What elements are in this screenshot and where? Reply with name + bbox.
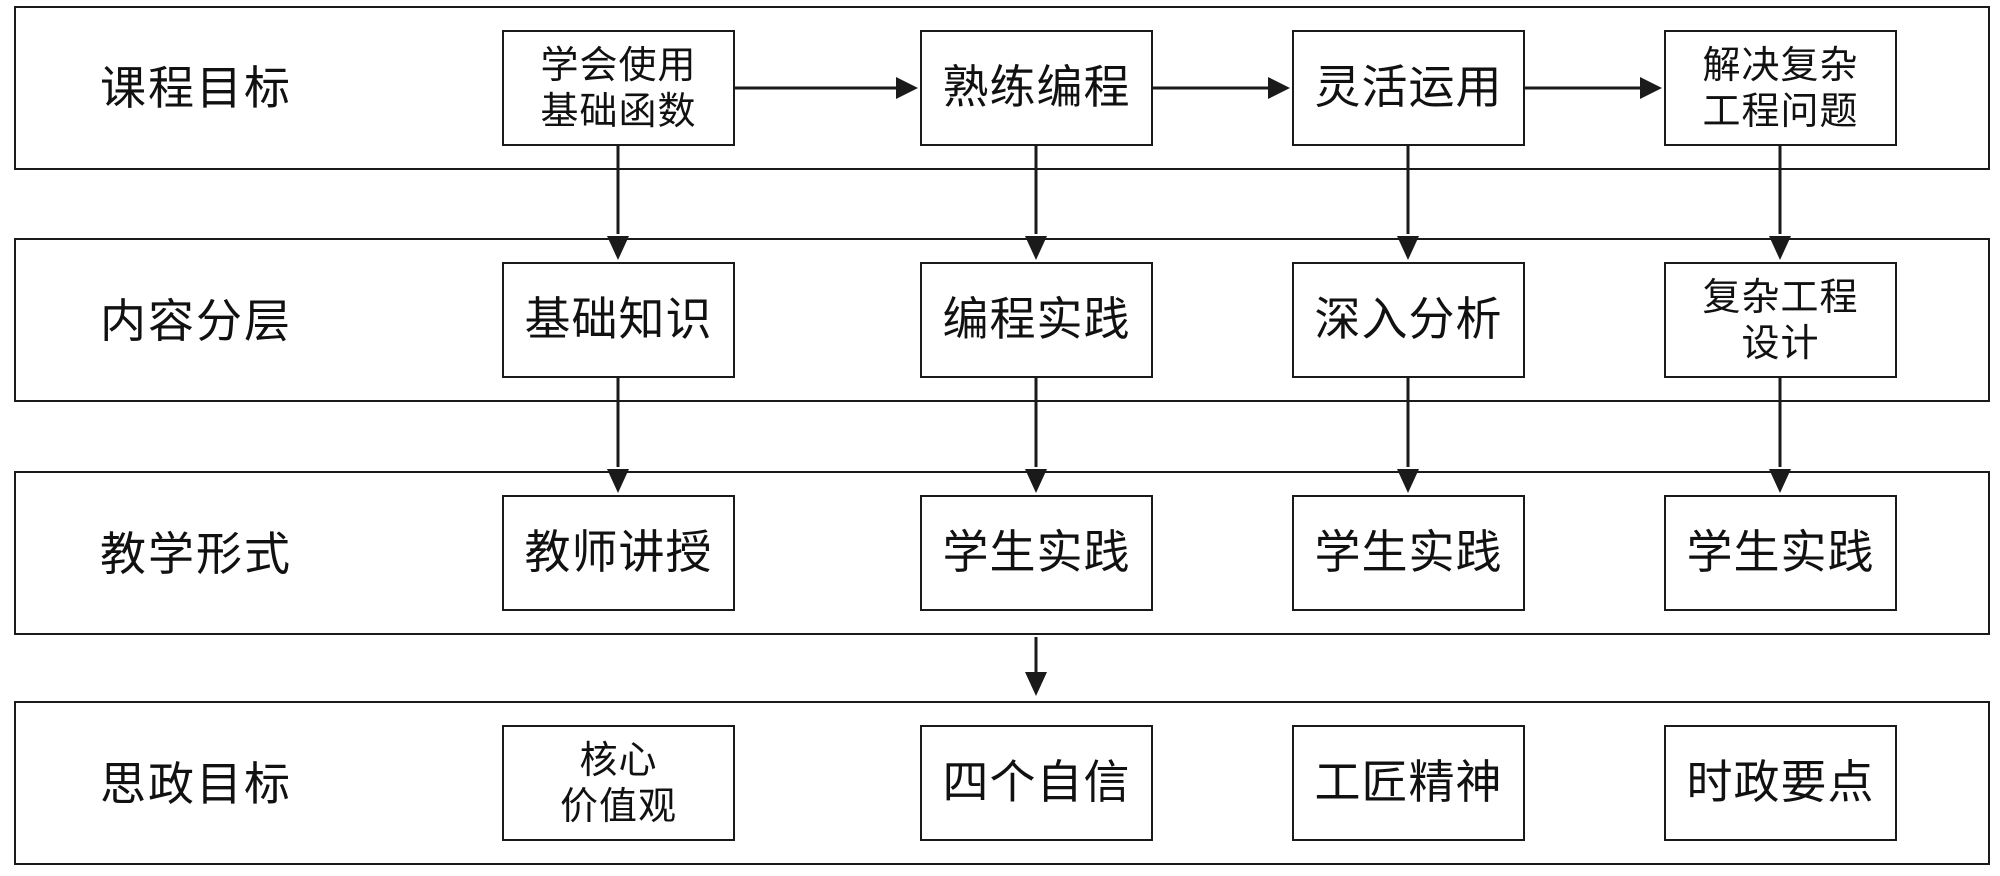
band-label-ideology-goals: 思政目标 xyxy=(100,757,292,811)
node-ideo-core-values: 核心 价值观 xyxy=(502,725,735,841)
band-label-content-layers: 内容分层 xyxy=(100,294,292,348)
arrowhead-teach4 xyxy=(1769,469,1791,493)
arrowhead-goal2 xyxy=(896,77,918,99)
arrowhead-teach2 xyxy=(1025,469,1047,493)
node-teach-student-practice-1: 学生实践 xyxy=(920,495,1153,611)
node-goal-complex-engineering: 解决复杂 工程问题 xyxy=(1664,30,1897,146)
node-teach-student-practice-2: 学生实践 xyxy=(1292,495,1525,611)
arrowhead-content4 xyxy=(1769,236,1791,260)
node-teach-student-practice-3: 学生实践 xyxy=(1664,495,1897,611)
node-goal-flexible-use: 灵活运用 xyxy=(1292,30,1525,146)
node-ideo-four-confidences: 四个自信 xyxy=(920,725,1153,841)
node-content-programming-practice: 编程实践 xyxy=(920,262,1153,378)
arrowhead-teach3 xyxy=(1397,469,1419,493)
node-content-basic-knowledge: 基础知识 xyxy=(502,262,735,378)
node-content-complex-design: 复杂工程 设计 xyxy=(1664,262,1897,378)
arrowhead-content3 xyxy=(1397,236,1419,260)
arrowhead-goal4 xyxy=(1640,77,1662,99)
node-teach-teacher-lecture: 教师讲授 xyxy=(502,495,735,611)
node-goal-proficient-programming: 熟练编程 xyxy=(920,30,1153,146)
arrowhead-ideology xyxy=(1025,672,1047,696)
arrowhead-content2 xyxy=(1025,236,1047,260)
node-ideo-current-affairs: 时政要点 xyxy=(1664,725,1897,841)
band-label-course-goals: 课程目标 xyxy=(100,61,292,115)
node-ideo-craftsman-spirit: 工匠精神 xyxy=(1292,725,1525,841)
arrowhead-teach1 xyxy=(607,469,629,493)
band-label-teaching-forms: 教学形式 xyxy=(100,527,292,581)
node-content-in-depth-analysis: 深入分析 xyxy=(1292,262,1525,378)
arrowhead-content1 xyxy=(607,236,629,260)
arrowhead-goal3 xyxy=(1268,77,1290,99)
node-goal-basic-functions: 学会使用 基础函数 xyxy=(502,30,735,146)
